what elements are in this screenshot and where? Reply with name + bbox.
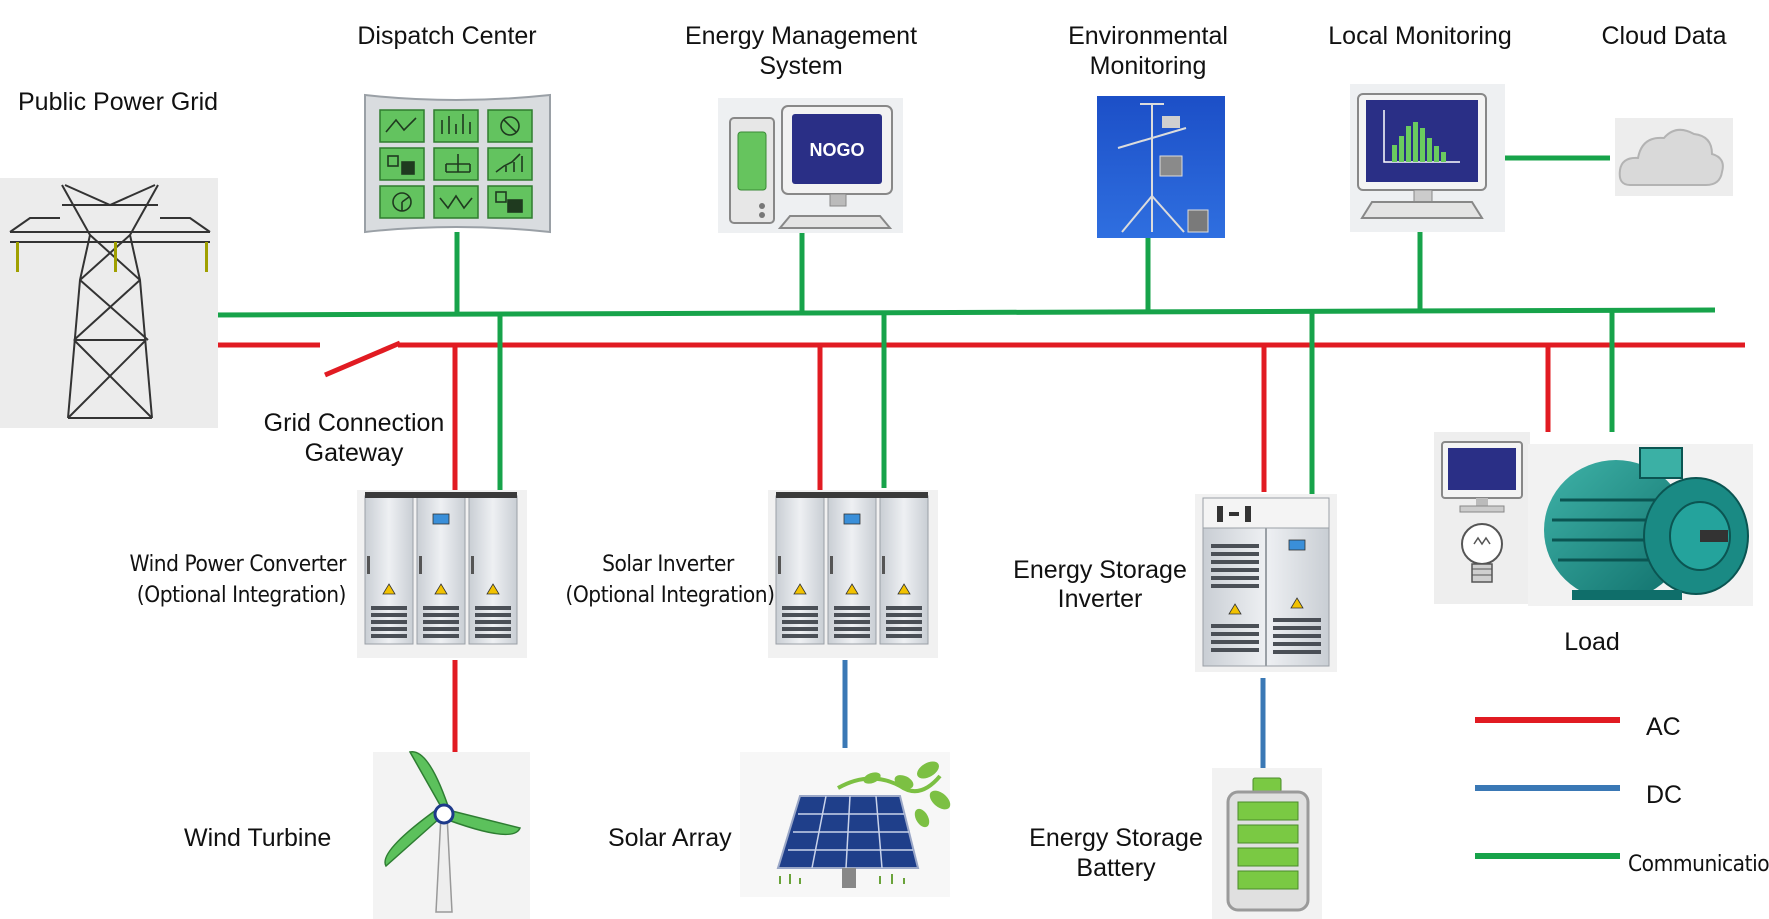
label-solar-inverter-line1: Solar Inverter bbox=[602, 552, 734, 577]
ac-bus bbox=[205, 340, 1745, 752]
label-load: Load bbox=[1564, 628, 1620, 656]
local-monitoring-screen-icon bbox=[1350, 84, 1505, 232]
label-grid-gateway-line1: Grid Connection bbox=[263, 409, 445, 437]
label-solar-inverter-line2: (Optional Integration) bbox=[565, 583, 775, 608]
label-public-power-grid: Public Power Grid bbox=[18, 88, 219, 116]
storage-inverter-cabinet-icon bbox=[1195, 494, 1337, 672]
energy-management-computer-icon: NOGO bbox=[718, 98, 903, 233]
label-local-monitoring: Local Monitoring bbox=[1328, 22, 1512, 50]
legend bbox=[1475, 717, 1620, 859]
label-cloud-data: Cloud Data bbox=[1601, 22, 1727, 50]
dispatch-center-icon bbox=[364, 93, 551, 234]
communication-bus bbox=[204, 155, 1716, 495]
cloud-icon bbox=[1615, 118, 1733, 196]
solar-panel-icon bbox=[740, 752, 951, 897]
label-storage-battery-line2: Battery bbox=[1076, 854, 1156, 882]
load-appliances-icon bbox=[1434, 432, 1530, 604]
label-dispatch-center: Dispatch Center bbox=[357, 22, 537, 50]
label-env-monitoring-line1: Environmental bbox=[1068, 22, 1228, 50]
label-env-monitoring-line2: Monitoring bbox=[1089, 52, 1207, 80]
screen-brand-text: NOGO bbox=[809, 140, 864, 160]
power-tower-icon bbox=[0, 178, 218, 428]
legend-label-communication: Communication bbox=[1628, 852, 1769, 877]
dc-lines bbox=[842, 660, 1266, 770]
label-wind-converter-line1: Wind Power Converter bbox=[129, 552, 346, 577]
label-solar-array: Solar Array bbox=[608, 824, 732, 852]
label-storage-inverter-line2: Inverter bbox=[1057, 585, 1143, 613]
label-storage-battery-line1: Energy Storage bbox=[1029, 824, 1203, 852]
battery-icon bbox=[1212, 768, 1322, 919]
legend-label-ac: AC bbox=[1646, 713, 1681, 741]
legend-label-dc: DC bbox=[1646, 781, 1683, 809]
solar-inverter-cabinet-icon bbox=[768, 490, 938, 658]
wind-turbine-icon bbox=[373, 751, 530, 919]
label-energy-management-line1: Energy Management bbox=[684, 22, 918, 50]
label-energy-management-line2: System bbox=[759, 52, 843, 80]
label-wind-turbine: Wind Turbine bbox=[184, 824, 332, 852]
label-grid-gateway-line2: Gateway bbox=[304, 439, 404, 467]
weather-station-icon bbox=[1097, 96, 1225, 238]
motor-icon bbox=[1528, 444, 1753, 606]
label-wind-converter-line2: (Optional Integration) bbox=[136, 583, 347, 608]
wind-converter-cabinet-icon bbox=[357, 490, 527, 658]
label-storage-inverter-line1: Energy Storage bbox=[1013, 556, 1187, 584]
